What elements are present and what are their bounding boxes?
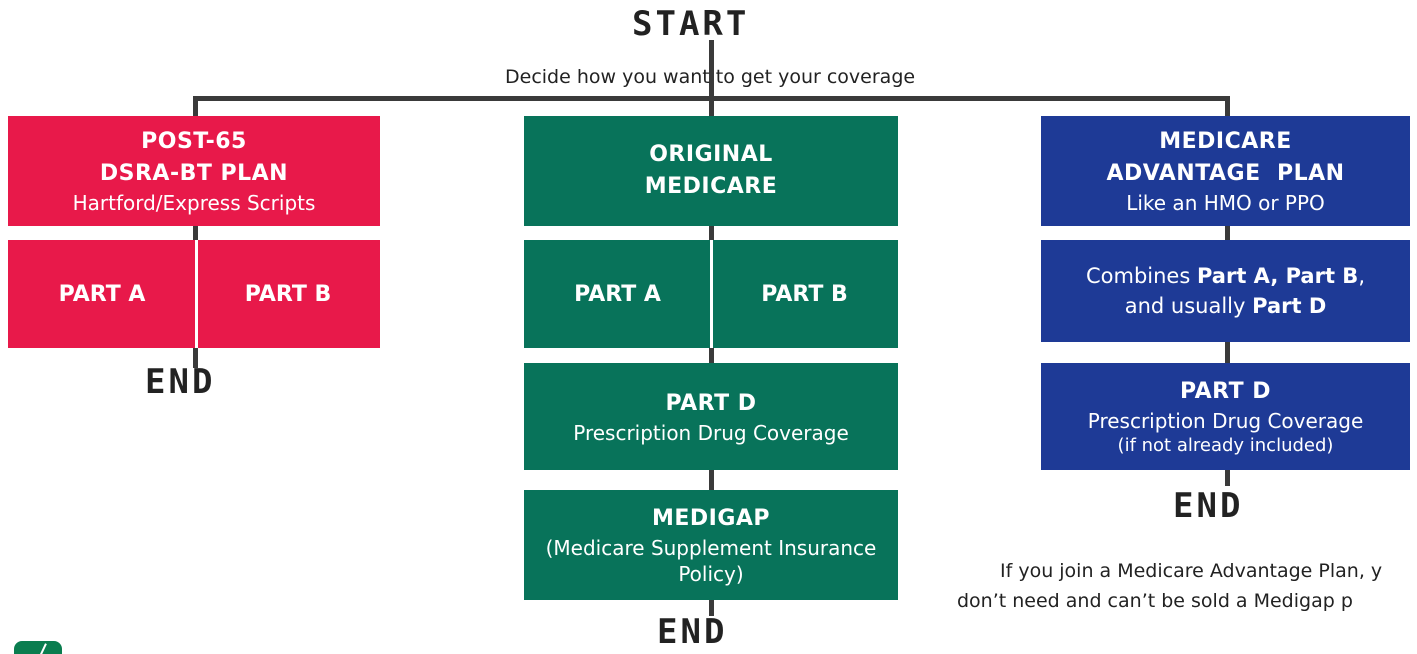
medigap-title: MEDIGAP bbox=[651, 506, 771, 531]
center-connector-3 bbox=[709, 348, 714, 363]
original-part-d-desc: Prescription Drug Coverage bbox=[573, 420, 849, 445]
original-part-d-box: PART D Prescription Drug Coverage bbox=[524, 363, 898, 470]
combines-box: Combines Part A, Part B, and usually Par… bbox=[1041, 240, 1410, 342]
medigap-desc-line1: (Medicare Supplement Insurance bbox=[545, 536, 877, 560]
combines-part-ab: Part A, Part B bbox=[1196, 264, 1359, 288]
advantage-part-d-box: PART D Prescription Drug Coverage (if no… bbox=[1041, 363, 1410, 470]
left-end-connector bbox=[193, 348, 198, 368]
footnote-line2: don’t need and can’t be sold a Medigap p bbox=[957, 590, 1353, 612]
original-part-b: PART B bbox=[711, 240, 898, 348]
center-connector-4 bbox=[709, 470, 714, 490]
center-drop-connector bbox=[709, 96, 714, 116]
center-end-label: END bbox=[657, 612, 728, 652]
center-end-connector bbox=[709, 600, 714, 616]
combines-part-d: Part D bbox=[1252, 294, 1327, 318]
original-medicare-box: ORIGINAL MEDICARE bbox=[524, 116, 898, 226]
right-end-label: END bbox=[1173, 486, 1244, 526]
footnote-line1: If you join a Medicare Advantage Plan, y bbox=[1000, 560, 1383, 582]
medicare-advantage-line1: MEDICARE bbox=[1159, 129, 1292, 154]
original-part-a: PART A bbox=[524, 240, 711, 348]
combines-prefix: Combines bbox=[1085, 264, 1197, 288]
check-badge-icon bbox=[14, 641, 62, 654]
dsra-plan-line3: Hartford/Express Scripts bbox=[72, 191, 316, 215]
medicare-advantage-line2: ADVANTAGE PLAN bbox=[1106, 161, 1345, 186]
dsra-part-divider bbox=[195, 240, 198, 348]
advantage-part-d-title: PART D bbox=[1179, 379, 1271, 404]
medicare-advantage-line3: Like an HMO or PPO bbox=[1126, 191, 1325, 215]
combines-line2: and usually Part D bbox=[1125, 291, 1327, 321]
dsra-part-a: PART A bbox=[8, 240, 196, 348]
dsra-plan-line2: DSRA-BT PLAN bbox=[99, 161, 289, 186]
start-subtitle: Decide how you want to get your coverage bbox=[505, 66, 916, 88]
advantage-part-d-desc: Prescription Drug Coverage bbox=[1087, 409, 1364, 433]
dsra-plan-line1: POST-65 bbox=[141, 129, 247, 154]
combines-comma: , bbox=[1358, 264, 1366, 288]
dsra-part-b: PART B bbox=[196, 240, 380, 348]
combines-line1: Combines Part A, Part B, bbox=[1086, 261, 1365, 291]
center-connector-2 bbox=[709, 226, 714, 240]
medicare-advantage-box: MEDICARE ADVANTAGE PLAN Like an HMO or P… bbox=[1041, 116, 1410, 226]
left-end-label: END bbox=[145, 362, 216, 402]
dsra-plan-box: POST-65 DSRA-BT PLAN Hartford/Express Sc… bbox=[8, 116, 380, 226]
left-drop-connector bbox=[193, 96, 198, 116]
right-connector-2 bbox=[1225, 226, 1230, 240]
combines-and-usually: and usually bbox=[1124, 294, 1253, 318]
medigap-box: MEDIGAP (Medicare Supplement Insurance P… bbox=[524, 490, 898, 600]
original-part-divider bbox=[710, 240, 713, 348]
right-connector-3 bbox=[1225, 342, 1230, 363]
start-title: START bbox=[632, 4, 750, 44]
original-medicare-line1: ORIGINAL bbox=[649, 142, 773, 167]
original-part-d-title: PART D bbox=[665, 390, 757, 416]
right-drop-connector bbox=[1225, 96, 1230, 116]
advantage-part-d-note: (if not already included) bbox=[1117, 435, 1334, 456]
left-connector-2 bbox=[193, 226, 198, 240]
right-end-connector bbox=[1225, 470, 1230, 486]
original-medicare-line2: MEDICARE bbox=[644, 174, 778, 199]
start-connector bbox=[709, 40, 714, 99]
medigap-desc-line2: Policy) bbox=[678, 562, 744, 586]
